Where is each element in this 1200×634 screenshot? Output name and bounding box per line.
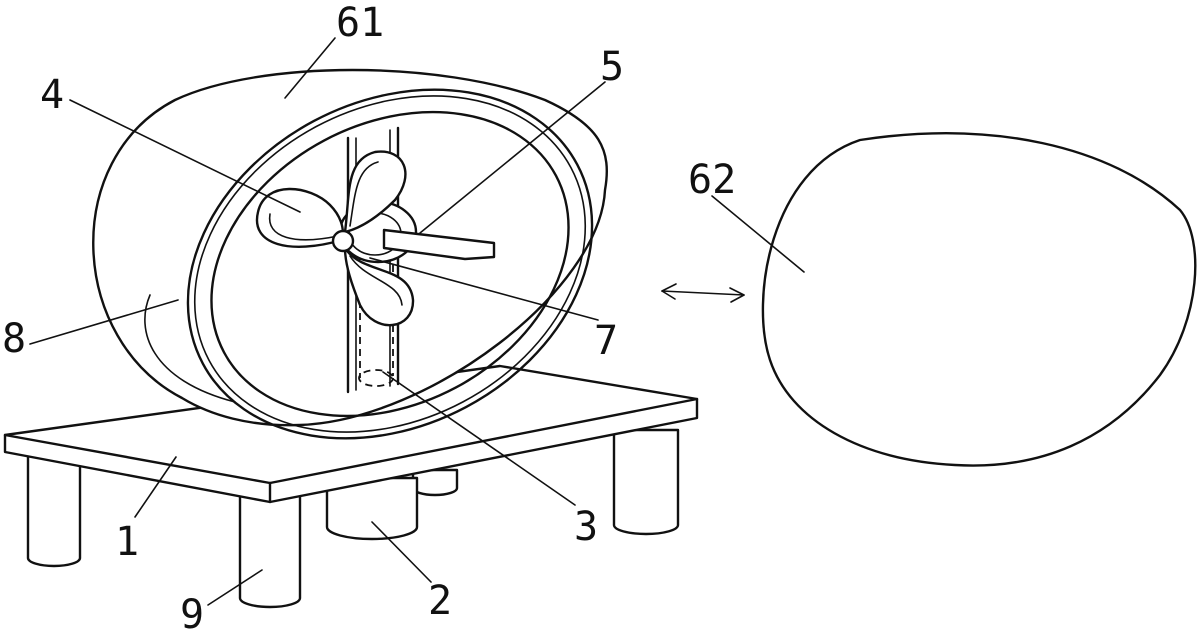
label-4: 4 xyxy=(40,72,64,118)
leg-front-left xyxy=(26,453,82,568)
label-5: 5 xyxy=(600,44,624,90)
label-1: 1 xyxy=(115,519,139,565)
label-62: 62 xyxy=(688,157,736,203)
leg-right xyxy=(612,428,680,536)
label-2: 2 xyxy=(428,578,452,624)
double-arrow xyxy=(661,283,745,303)
callout-labels: 61 4 5 62 8 7 3 1 2 9 xyxy=(2,0,736,634)
label-61: 61 xyxy=(336,0,384,46)
front-rim xyxy=(186,88,594,440)
label-3: 3 xyxy=(574,504,598,550)
separate-shell-62 xyxy=(761,132,1197,467)
base-cylinder-2 xyxy=(325,476,419,541)
rod xyxy=(382,228,496,261)
platform xyxy=(3,364,699,504)
fan-blades xyxy=(255,150,415,327)
leader-lines xyxy=(29,37,805,606)
label-8: 8 xyxy=(2,316,26,362)
label-7: 7 xyxy=(594,318,618,364)
label-9: 9 xyxy=(180,592,204,634)
